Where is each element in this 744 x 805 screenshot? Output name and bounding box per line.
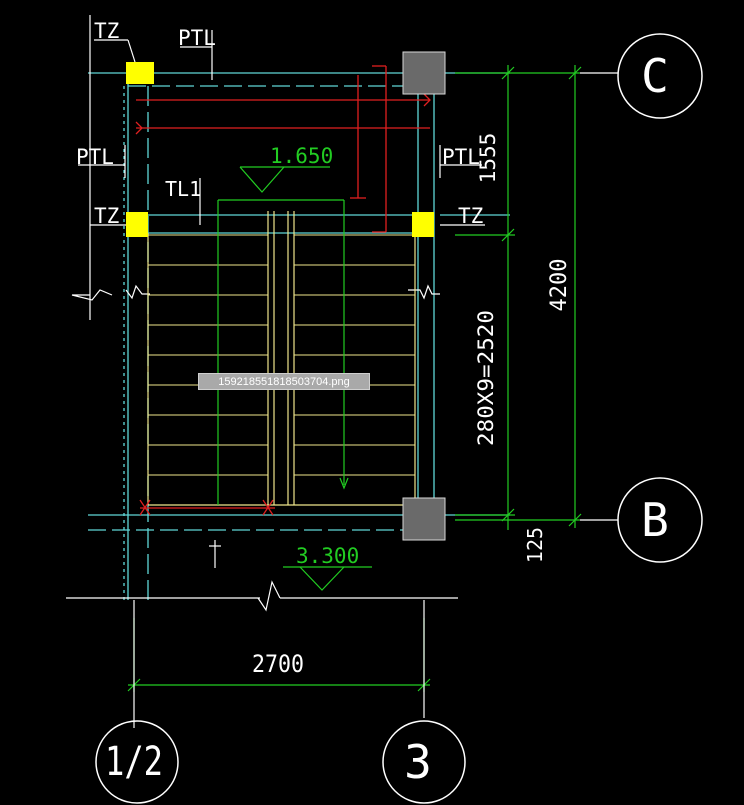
axis-label-c: C [641,49,669,103]
column-grid-c3 [402,51,446,95]
stair-flights [147,211,416,506]
axis-lines [133,72,618,728]
label-ptl-left: PTL [76,145,114,169]
axis-bubble-3: 3 [382,720,466,804]
label-tz-top-left: TZ [94,19,119,43]
column-tz-top-left [126,62,154,84]
white-lines [66,15,485,612]
level-1650: 1.650 [270,144,333,168]
label-tz-mid-right: TZ [458,204,483,228]
level-3300: 3.300 [296,544,359,568]
axis-bubble-c: C [617,33,703,119]
axis-label-3: 3 [404,735,432,789]
wall-lines [88,72,510,600]
label-ptl-right: PTL [442,145,480,169]
axis-bubble-1-2: 1/2 [95,720,179,804]
dimension-4200: 4200 [547,259,572,312]
axis-bubble-b: B [617,477,703,563]
column-tz-mid-left [126,212,148,237]
column-grid-b3 [402,497,446,541]
red-lines [135,65,431,516]
dimension-stair-run: 280X9=2520 [474,310,498,446]
dimension-1555: 1555 [476,133,500,184]
axis-label-1-2: 1/2 [105,739,163,785]
image-filename-overlay: 159218551818503704.png [198,373,370,390]
column-tz-mid-right [412,212,434,237]
label-tz-mid-left: TZ [94,204,119,228]
axis-label-b: B [641,493,669,547]
green-lines [127,65,582,692]
dimension-2700: 2700 [252,650,304,678]
label-tl1: TL1 [165,177,201,201]
dimension-125: 125 [523,527,547,563]
label-ptl-top: PTL [178,26,216,50]
